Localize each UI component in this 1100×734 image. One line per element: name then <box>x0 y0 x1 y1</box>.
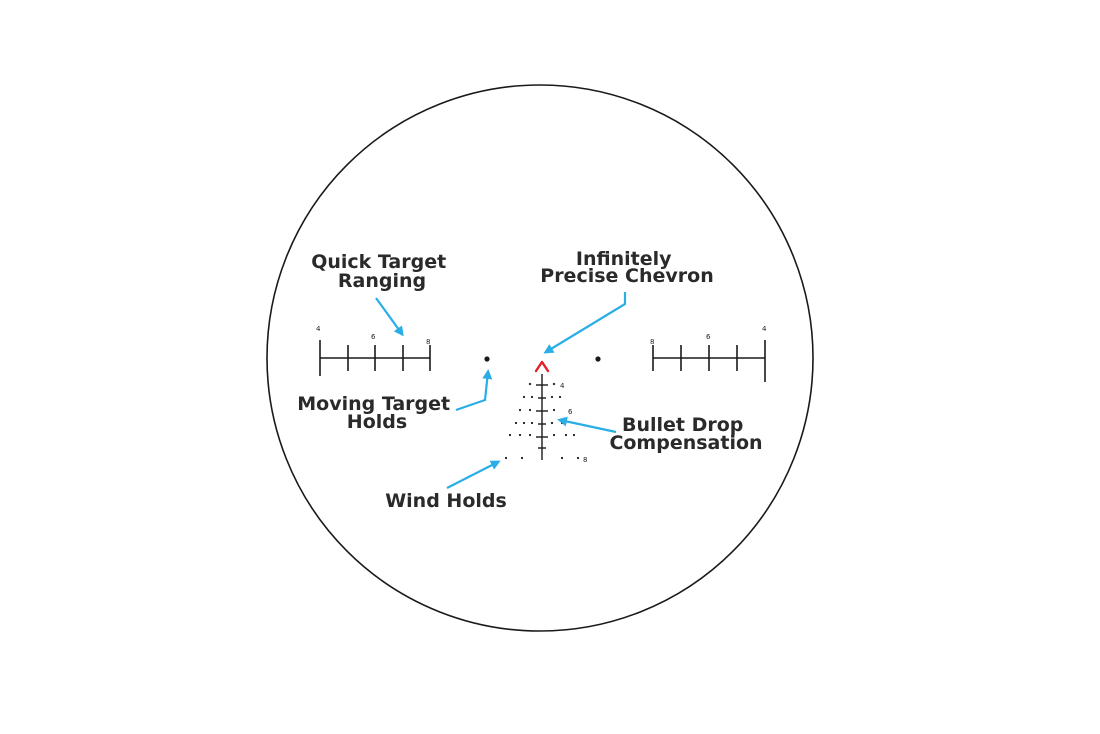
right-ranging-scale <box>652 340 766 382</box>
wind-dot <box>550 421 554 425</box>
bdc-label: 4 <box>560 382 565 390</box>
moving-target-hold-dot <box>595 356 601 362</box>
scope-circle <box>266 84 814 632</box>
wind-dot <box>530 421 534 425</box>
wind-dot <box>508 433 512 437</box>
wind-dot <box>552 382 556 386</box>
left-scale-label: 8 <box>426 338 430 346</box>
arrow-wind-holds <box>446 460 501 489</box>
right-scale-label: 6 <box>706 333 711 341</box>
wind-dot <box>560 421 564 425</box>
wind-dot <box>504 456 508 460</box>
left-ranging-scale <box>319 340 431 376</box>
wind-dot <box>514 421 518 425</box>
label-line: Compensation <box>609 432 762 454</box>
label-line: Holds <box>347 411 407 433</box>
wind-dot <box>518 408 522 412</box>
wind-dot <box>552 433 556 437</box>
wind-dot <box>550 395 554 399</box>
callout-arrows <box>375 292 627 489</box>
wind-dot <box>522 421 526 425</box>
label-line: Infinitely <box>576 248 672 270</box>
label-line: Wind Holds <box>385 490 507 512</box>
wind-dot <box>518 433 522 437</box>
wind-dot <box>564 433 568 437</box>
wind-dot <box>560 456 564 460</box>
bdc-label: 8 <box>583 456 587 464</box>
right-scale-label: 4 <box>762 325 767 333</box>
wind-dot <box>576 456 580 460</box>
wind-dot <box>558 395 562 399</box>
arrow-precise-chevron <box>543 292 627 354</box>
label-moving-target-holds: Moving Target Holds <box>297 393 457 433</box>
label-infinitely-precise-chevron: Infinitely Precise Chevron <box>540 248 713 287</box>
right-scale-label: 8 <box>650 338 654 346</box>
label-line: Moving Target <box>297 393 450 415</box>
label-line: Ranging <box>338 270 426 292</box>
moving-target-hold-dot <box>484 356 490 362</box>
arrow-quick-target-ranging <box>375 297 404 337</box>
label-bullet-drop-compensation: Bullet Drop Compensation <box>609 414 762 454</box>
wind-dot <box>528 382 532 386</box>
label-wind-holds: Wind Holds <box>385 490 507 512</box>
wind-dot <box>522 395 526 399</box>
wind-dot <box>530 395 534 399</box>
arrow-bullet-drop-compensation <box>557 416 617 434</box>
label-line: Precise Chevron <box>540 265 713 287</box>
wind-dot <box>528 408 532 412</box>
chevron <box>534 360 550 373</box>
wind-dot <box>520 456 524 460</box>
bdc-label: 6 <box>568 408 573 416</box>
wind-hold-dots <box>504 382 580 460</box>
left-scale-label: 4 <box>316 325 321 333</box>
left-scale-label: 6 <box>371 333 376 341</box>
label-line: Quick Target <box>311 251 446 273</box>
wind-dot <box>572 433 576 437</box>
label-quick-target-ranging: Quick Target Ranging <box>311 251 453 292</box>
arrow-moving-target-holds <box>455 369 493 412</box>
wind-dot <box>528 433 532 437</box>
label-line: Bullet Drop <box>622 414 743 436</box>
wind-dot <box>552 408 556 412</box>
bdc-stadia <box>536 374 548 460</box>
